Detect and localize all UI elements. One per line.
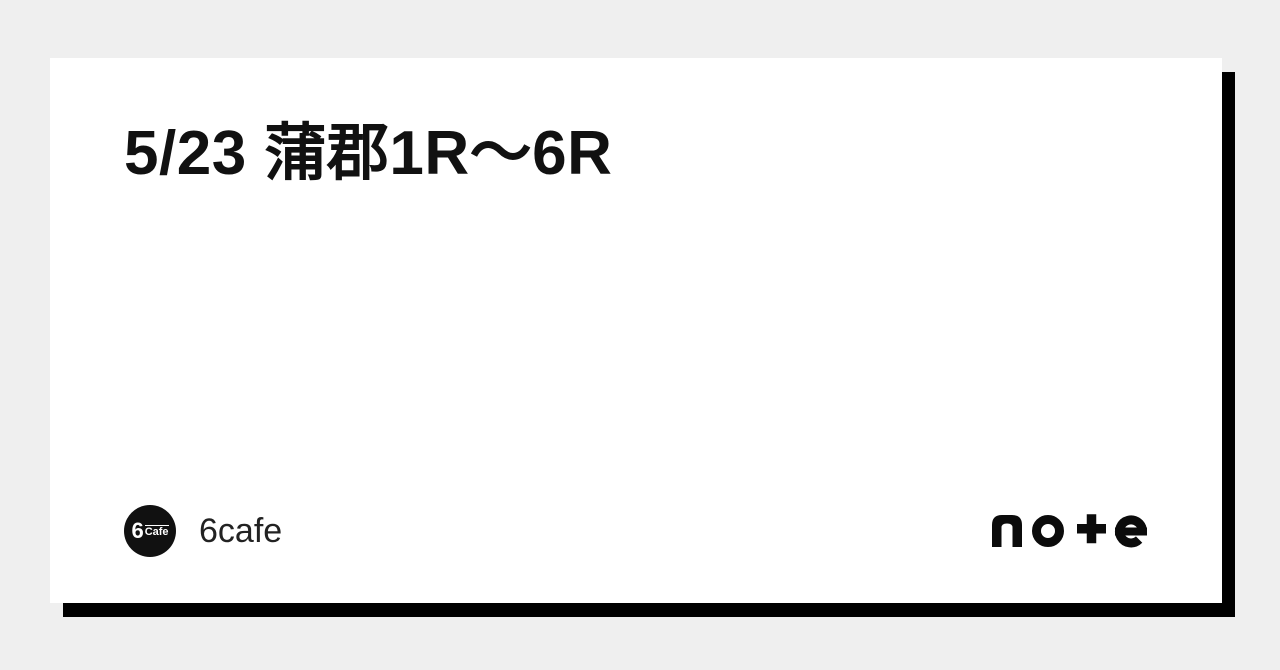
article-card: 5/23 蒲郡1R〜6R 6 Cafe 6cafe — [50, 58, 1222, 603]
avatar-text-small: Cafe — [144, 524, 169, 538]
author-name: 6cafe — [199, 512, 283, 550]
card-footer: 6 Cafe 6cafe — [124, 505, 1148, 557]
author-row: 6 Cafe 6cafe — [124, 505, 282, 557]
avatar: 6 Cafe — [124, 505, 176, 557]
avatar-text-large: 6 — [131, 518, 144, 543]
article-title: 5/23 蒲郡1R〜6R — [124, 119, 613, 188]
note-wordmark-icon — [992, 514, 1148, 548]
note-logo — [992, 514, 1148, 548]
